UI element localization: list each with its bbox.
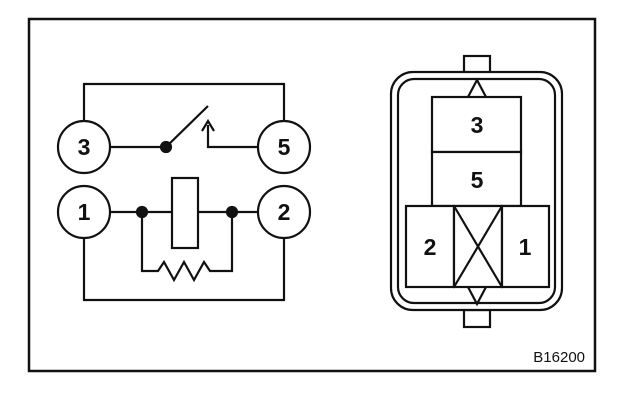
terminal-3-label: 3 (78, 134, 91, 160)
cavity-5-label: 5 (471, 167, 484, 193)
connector-view (389, 54, 564, 329)
terminal-1-circle (56, 184, 112, 240)
cavity-1-label: 1 (519, 234, 532, 260)
bottom-wire (82, 237, 286, 302)
cavity-1 (500, 204, 551, 289)
terminal-2-circle (256, 184, 312, 240)
resistor-branch (140, 212, 234, 283)
terminal-5-label: 5 (278, 134, 291, 160)
cavity-2-label: 2 (424, 234, 437, 260)
terminal-5-circle (256, 119, 312, 175)
cavity-2 (404, 204, 456, 289)
bottom-lock-triangle-icon (467, 286, 487, 307)
top-lock-triangle-icon (467, 77, 487, 98)
switch-fixed-contact (206, 125, 259, 149)
cavity-3-label: 3 (471, 112, 484, 138)
terminal-2-label: 2 (278, 199, 291, 225)
contact-arrow-icon (201, 118, 215, 132)
cavity-blank-cross-b (453, 205, 503, 288)
terminal-1-label: 1 (78, 199, 91, 225)
terminal-3-circle (56, 119, 112, 175)
cavity-5 (430, 150, 523, 208)
relay-coil (170, 176, 200, 250)
connector-bottom-tab (462, 308, 492, 329)
figure-code: B16200 (533, 349, 585, 366)
relay-schematic (56, 82, 312, 302)
top-wire (82, 82, 286, 120)
outer-frame (27, 17, 597, 373)
connector-top-tab (462, 54, 492, 75)
switch-arm (165, 105, 209, 148)
